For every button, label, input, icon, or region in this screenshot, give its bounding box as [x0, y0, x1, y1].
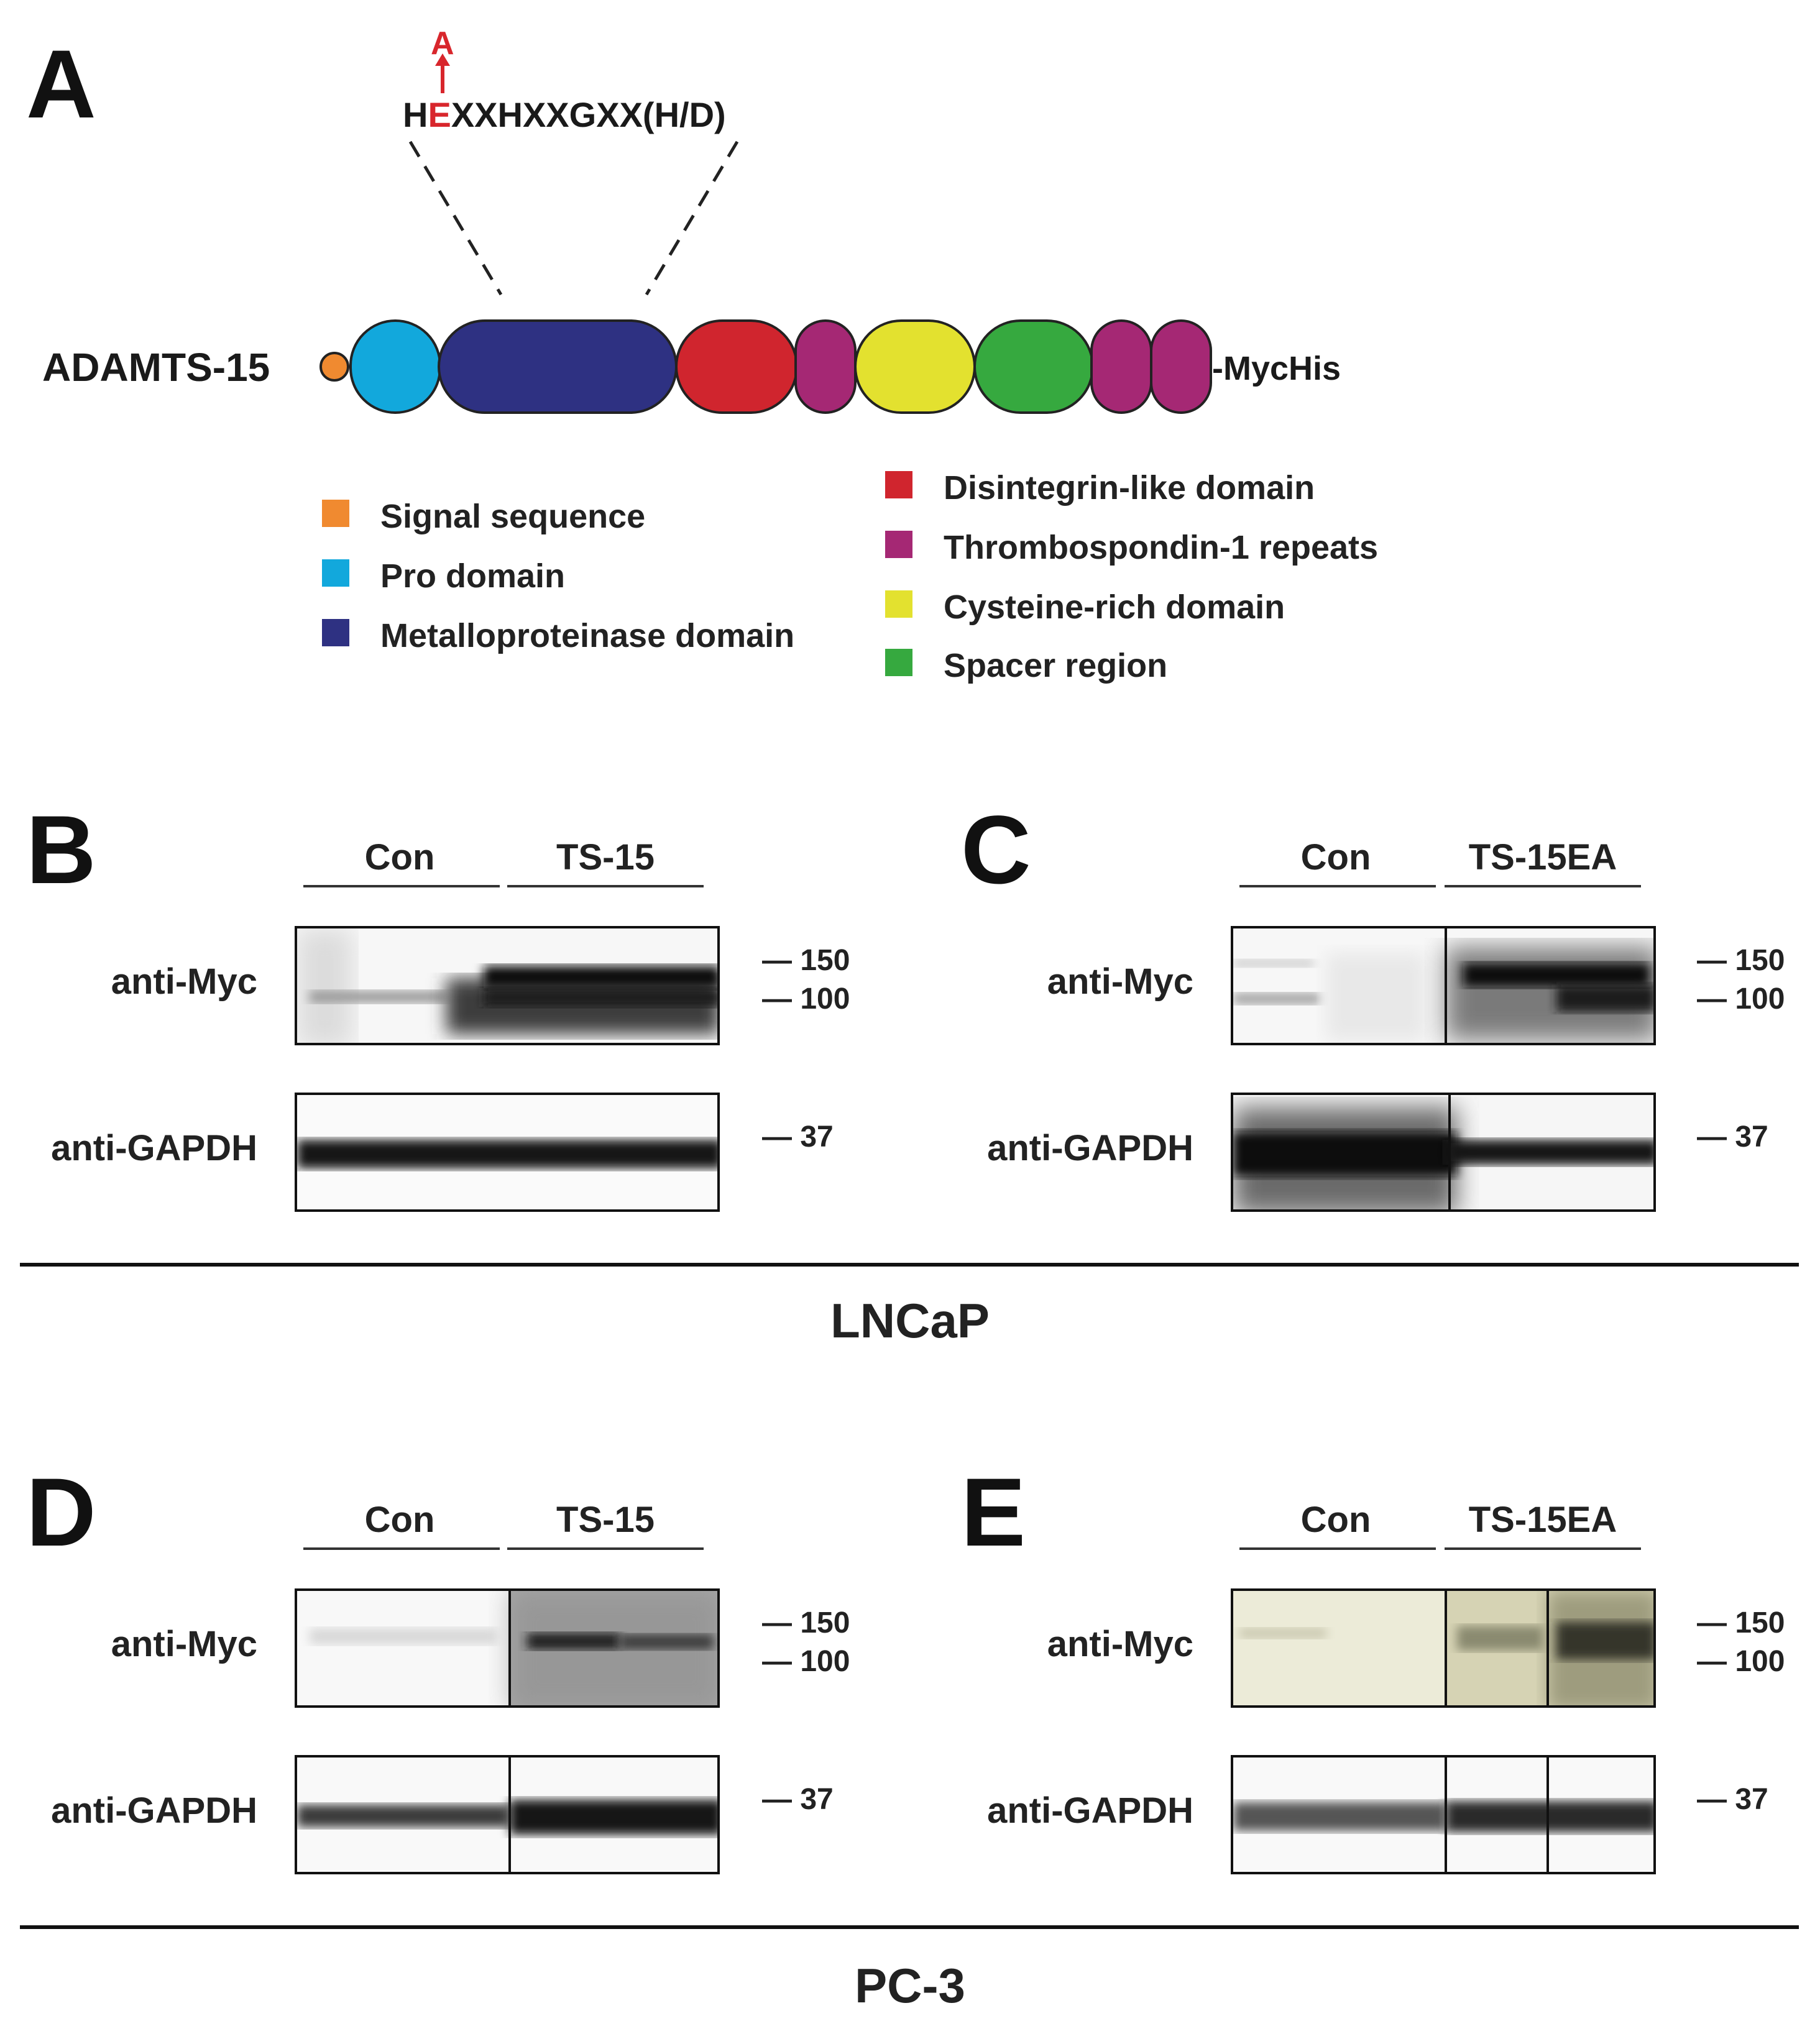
panel-b-myc-blot	[295, 926, 720, 1045]
panel-d-letter: D	[26, 1459, 96, 1567]
panel-a-letter: A	[26, 30, 96, 139]
legend-label-disintegrin: Disintegrin-like domain	[944, 469, 1315, 506]
panel-d-group-treated-line	[507, 1547, 704, 1550]
domain-diagram	[319, 140, 1212, 414]
legend-swatch-cysteine	[885, 590, 912, 618]
panel-d-myc-blot	[295, 1588, 720, 1708]
panel-c-gapdh-blot	[1231, 1093, 1656, 1212]
panel-c-marker-150: — 150	[1697, 944, 1785, 977]
panel-b-marker-150: — 150	[762, 944, 850, 977]
panel-e-marker-37: — 37	[1697, 1783, 1768, 1816]
legend-swatch-metalloproteinase	[322, 619, 349, 646]
cysteine-rich-domain	[854, 319, 976, 414]
legend-label-signal: Signal sequence	[380, 498, 646, 535]
signal-sequence-domain	[319, 352, 349, 382]
panel-b-letter: B	[26, 796, 96, 904]
panel-b-marker-37: — 37	[762, 1120, 834, 1153]
panel-b-group-con-line	[303, 885, 500, 887]
myc-his-tag: -MycHis	[1212, 350, 1341, 387]
tsp1-repeat-2	[1090, 319, 1152, 414]
panel-b-antibody-myc: anti-Myc	[111, 961, 257, 1002]
panel-c-group-treated-line	[1445, 885, 1641, 887]
panel-d-group-treated: TS-15	[556, 1500, 655, 1540]
panel-d-marker-150: — 150	[762, 1606, 850, 1639]
panel-b-marker-100: — 100	[762, 983, 850, 1015]
legend-swatch-pro	[322, 559, 349, 587]
panel-c-letter: C	[961, 796, 1031, 904]
tsp1-repeat-1	[794, 319, 857, 414]
panel-c-group-con-line	[1239, 885, 1436, 887]
cell-line-pc3: PC-3	[855, 1958, 965, 2013]
legend-swatch-signal	[322, 500, 349, 527]
panel-e-group-treated: TS-15EA	[1468, 1500, 1617, 1540]
mutation-arrow-icon	[435, 53, 450, 93]
pro-domain	[349, 319, 441, 414]
panel-e-antibody-gapdh: anti-GAPDH	[987, 1790, 1193, 1831]
lncap-divider	[20, 1263, 1799, 1267]
panel-b-antibody-gapdh: anti-GAPDH	[51, 1128, 257, 1168]
panel-b-group-treated: TS-15	[556, 837, 655, 878]
zoom-line-left	[408, 140, 503, 296]
disintegrin-domain	[675, 319, 798, 414]
panel-d-marker-37: — 37	[762, 1783, 834, 1816]
cell-line-lncap: LNCaP	[830, 1293, 990, 1348]
panel-c-marker-37: — 37	[1697, 1120, 1768, 1153]
panel-e-letter: E	[961, 1459, 1026, 1567]
panel-e-antibody-myc: anti-Myc	[1047, 1624, 1193, 1664]
panel-c-group-con: Con	[1300, 837, 1371, 878]
pc3-divider	[20, 1925, 1799, 1929]
metalloproteinase-domain	[438, 319, 678, 414]
zoom-line-right	[645, 140, 739, 296]
panel-d-antibody-gapdh: anti-GAPDH	[51, 1790, 257, 1831]
legend-label-metalloproteinase: Metalloproteinase domain	[380, 617, 795, 654]
legend-swatch-spacer	[885, 649, 912, 676]
panel-e-group-con: Con	[1300, 1500, 1371, 1540]
motif-mutated-residue: E	[428, 95, 451, 134]
panel-c-group-treated: TS-15EA	[1468, 837, 1617, 878]
panel-c-antibody-myc: anti-Myc	[1047, 961, 1193, 1002]
legend-label-spacer: Spacer region	[944, 647, 1168, 684]
panel-b-group-con: Con	[364, 837, 435, 878]
legend-label-thrombospondin: Thrombospondin-1 repeats	[944, 529, 1379, 566]
panel-d-group-con: Con	[364, 1500, 435, 1540]
tsp1-repeat-3	[1150, 319, 1212, 414]
panel-d-group-con-line	[303, 1547, 500, 1550]
panel-c-antibody-gapdh: anti-GAPDH	[987, 1128, 1193, 1168]
legend-swatch-thrombospondin	[885, 531, 912, 558]
protein-name: ADAMTS-15	[42, 345, 270, 390]
legend-label-pro: Pro domain	[380, 557, 566, 595]
legend-swatch-disintegrin	[885, 471, 912, 498]
motif-prefix: H	[403, 95, 428, 134]
panel-b-gapdh-blot	[295, 1093, 720, 1212]
panel-d-antibody-myc: anti-Myc	[111, 1624, 257, 1664]
panel-e-group-con-line	[1239, 1547, 1436, 1550]
panel-c-marker-100: — 100	[1697, 983, 1785, 1015]
spacer-region	[973, 319, 1094, 414]
panel-c-myc-blot	[1231, 926, 1656, 1045]
panel-e-myc-blot	[1231, 1588, 1656, 1708]
panel-d-marker-100: — 100	[762, 1645, 850, 1678]
panel-e-gapdh-blot	[1231, 1755, 1656, 1874]
motif-sequence: HEXXHXXGXX(H/D)	[403, 94, 726, 135]
panel-e-group-treated-line	[1445, 1547, 1641, 1550]
legend-label-cysteine: Cysteine-rich domain	[944, 589, 1285, 626]
motif-suffix: XXHXXGXX(H/D)	[451, 95, 726, 134]
panel-b-group-treated-line	[507, 885, 704, 887]
panel-e-marker-150: — 150	[1697, 1606, 1785, 1639]
panel-d-gapdh-blot	[295, 1755, 720, 1874]
panel-e-marker-100: — 100	[1697, 1645, 1785, 1678]
